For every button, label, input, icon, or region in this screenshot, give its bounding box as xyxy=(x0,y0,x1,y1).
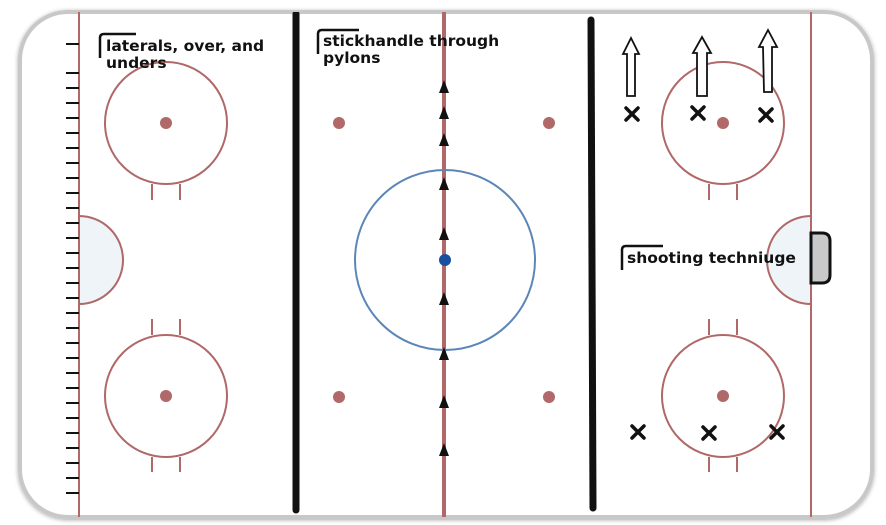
right-drill-label: shooting techniuge xyxy=(627,250,796,267)
hollow-up-arrow-icon xyxy=(757,28,779,93)
label-bracket-center xyxy=(316,28,359,54)
players xyxy=(624,105,785,441)
right-goal-net xyxy=(809,231,832,285)
pylon-column xyxy=(439,80,449,456)
right-drill-label-line-1: shooting techniuge xyxy=(627,249,796,267)
triangle-pylon-icon xyxy=(439,347,449,360)
left-drill-label: laterals, over, and unders xyxy=(106,38,264,72)
left-drill-label-line-2: unders xyxy=(106,54,167,72)
triangle-pylon-icon xyxy=(439,443,449,456)
triangle-pylon-icon xyxy=(439,80,449,93)
tick-ladder-icon xyxy=(66,43,79,494)
faceoff-circle-top-left xyxy=(104,61,228,200)
triangle-pylon-icon xyxy=(439,227,449,240)
left-goal-crease xyxy=(78,214,124,306)
triangle-pylon-icon xyxy=(439,292,449,305)
label-bracket-right xyxy=(620,244,663,270)
x-player-icon xyxy=(630,424,646,440)
center-drill-label-line-1: stickhandle through xyxy=(323,32,500,50)
x-player-icon xyxy=(701,425,717,441)
hollow-up-arrow-icon xyxy=(691,35,713,97)
center-drill-label: stickhandle through pylons xyxy=(323,33,499,67)
faceoff-circle-bottom-left xyxy=(104,319,228,472)
triangle-pylon-icon xyxy=(439,106,449,119)
x-player-icon xyxy=(624,106,640,122)
right-goal-crease xyxy=(766,214,812,306)
center-dot xyxy=(439,254,451,266)
triangle-pylon-icon xyxy=(439,395,449,408)
neutral-dot-top-left xyxy=(333,117,345,129)
triangle-pylon-icon xyxy=(439,133,449,146)
faceoff-circle-bottom-right xyxy=(661,319,785,472)
x-player-icon xyxy=(758,107,774,123)
neutral-dot-bottom-left xyxy=(333,391,345,403)
rink-markings xyxy=(66,12,832,517)
skate-path-arrows xyxy=(621,28,779,97)
neutral-dot-top-right xyxy=(543,117,555,129)
x-player-icon xyxy=(690,105,706,121)
x-player-icon xyxy=(769,424,785,440)
neutral-dot-bottom-right xyxy=(543,391,555,403)
faceoff-circle-top-right xyxy=(661,61,785,200)
label-bracket-left xyxy=(98,32,136,58)
center-drill-label-line-2: pylons xyxy=(323,49,381,67)
triangle-pylon-icon xyxy=(439,177,449,190)
right-blue-line xyxy=(587,16,597,512)
hollow-up-arrow-icon xyxy=(621,35,641,97)
left-drill-label-line-1: laterals, over, and xyxy=(106,37,265,55)
